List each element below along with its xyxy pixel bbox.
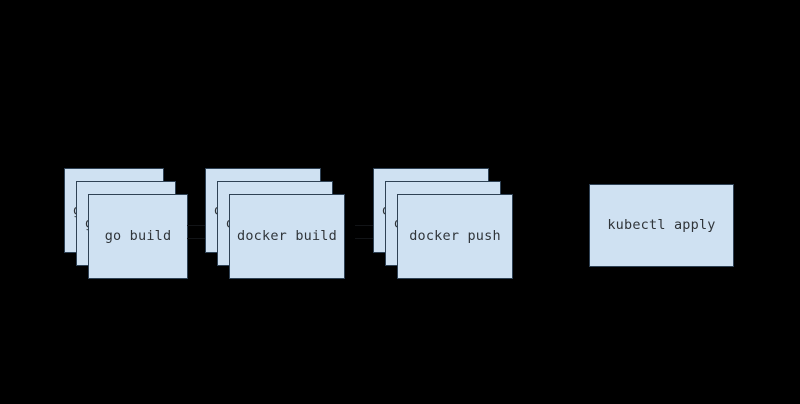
card-label-docker-build: docker build: [237, 227, 337, 244]
card-label-docker-push: docker push: [409, 227, 501, 244]
card-label-go-build: go build: [104, 227, 172, 244]
card-kubectl-apply[interactable]: kubectl apply: [589, 184, 734, 267]
card-docker-build-layer-3[interactable]: docker build: [229, 194, 345, 279]
card-docker-push-layer-3[interactable]: docker push: [397, 194, 513, 279]
card-label-kubectl-apply: kubectl apply: [607, 216, 716, 233]
card-go-build-layer-3[interactable]: go build: [88, 194, 188, 279]
connector-arrow-docker-build-to-docker-push-upper: [355, 225, 387, 227]
connector-arrow-go-build-to-docker-build-upper: [187, 225, 219, 227]
